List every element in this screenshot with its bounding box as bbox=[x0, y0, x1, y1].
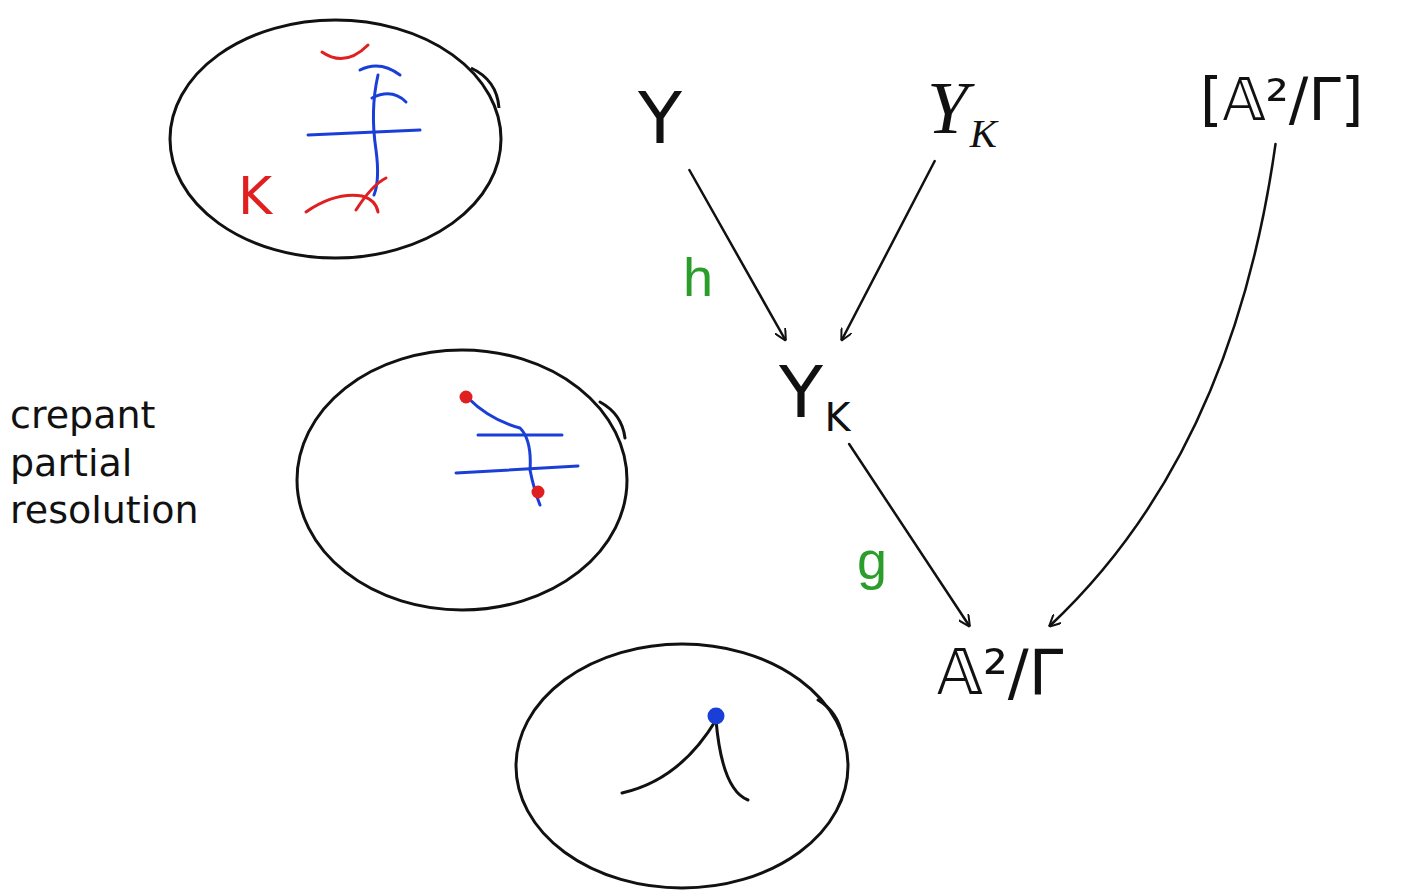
blob-outline bbox=[170, 20, 501, 258]
outline-blob bbox=[297, 350, 627, 610]
symbol: Y bbox=[638, 76, 682, 160]
blob-outline bbox=[168, 18, 503, 260]
blue-curve bbox=[360, 66, 400, 75]
subscript: K bbox=[825, 394, 851, 440]
map-label: h bbox=[683, 250, 713, 304]
map-arrow bbox=[849, 444, 969, 626]
red-curve bbox=[356, 178, 386, 210]
map-arrow bbox=[842, 161, 935, 340]
outline-blob bbox=[516, 644, 848, 888]
red-point bbox=[533, 487, 543, 497]
black-curve bbox=[622, 720, 716, 793]
blob-tail bbox=[600, 402, 625, 438]
red-curve bbox=[306, 195, 378, 212]
blue-curve bbox=[478, 434, 562, 437]
blue-curve bbox=[468, 398, 540, 505]
map-arrow bbox=[1050, 144, 1276, 626]
blue-curve bbox=[456, 466, 578, 473]
blue-curve bbox=[373, 75, 378, 195]
space-symbol: Y bbox=[630, 72, 690, 164]
blue-curve bbox=[308, 130, 420, 135]
map-label: g bbox=[857, 533, 887, 587]
blue-curve bbox=[372, 94, 406, 102]
red-point bbox=[461, 392, 471, 402]
blue-point bbox=[709, 709, 723, 723]
quotient-stack: [𝔸²/Γ] bbox=[1192, 62, 1371, 138]
blob-region: K bbox=[168, 18, 503, 260]
symbol: [𝔸²/Γ] bbox=[1200, 66, 1363, 134]
blob-tail bbox=[471, 68, 499, 108]
stack-symbol: YK bbox=[919, 62, 1005, 155]
symbol: 𝔸²/Γ bbox=[937, 636, 1063, 709]
black-curve bbox=[716, 720, 748, 800]
quotient-space: 𝔸²/Γ bbox=[929, 632, 1071, 713]
region-label: K bbox=[238, 166, 272, 226]
subscript: K bbox=[970, 111, 997, 156]
red-curve bbox=[322, 45, 368, 59]
symbol: Y bbox=[779, 350, 823, 434]
note: crepant partial resolution bbox=[10, 392, 260, 535]
space-symbol: YK bbox=[771, 346, 859, 438]
blob-tail bbox=[818, 700, 842, 735]
symbol: Y bbox=[927, 67, 968, 149]
